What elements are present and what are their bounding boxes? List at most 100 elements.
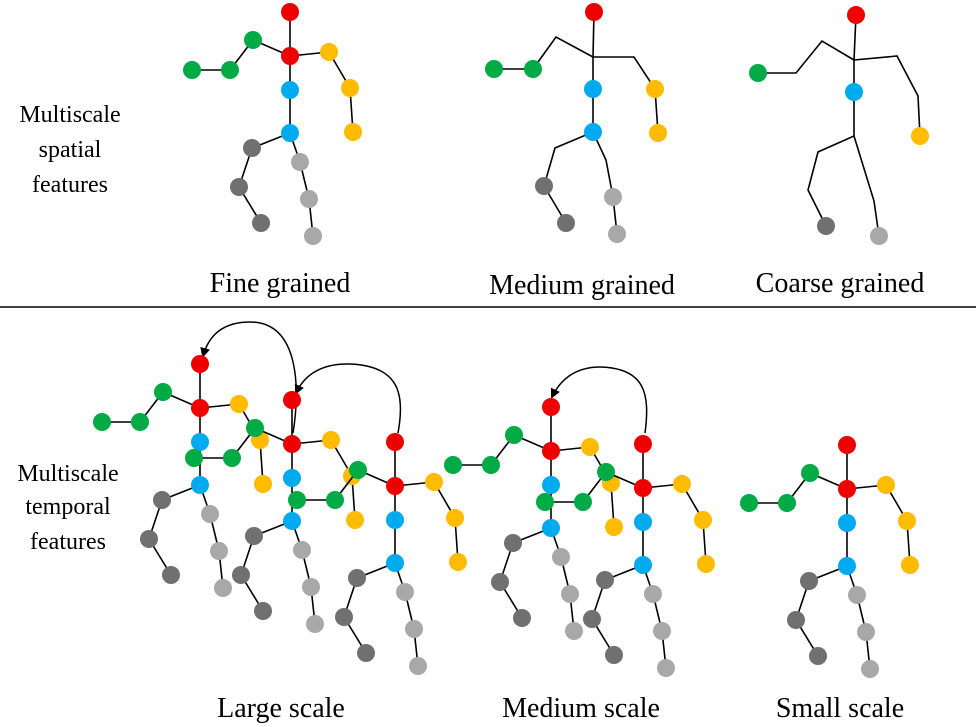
joint-sp2 — [838, 557, 856, 575]
joint-ll — [535, 177, 553, 195]
caption-medium-grained: Medium grained — [489, 270, 675, 301]
joint-rl2 — [405, 620, 423, 638]
joint-sp2 — [634, 556, 652, 574]
joint-rl3 — [565, 622, 583, 640]
joint-neck — [191, 399, 209, 417]
joint-la2 — [574, 493, 592, 511]
joint-head — [847, 6, 865, 24]
joint-sp — [845, 83, 863, 101]
joint-ra3 — [344, 123, 362, 141]
joint-la2 — [482, 456, 500, 474]
joint-sp1 — [191, 433, 209, 451]
bone-path — [853, 55, 921, 137]
skeleton-large-scale-frame-3 — [288, 433, 467, 675]
caption-coarse-grained: Coarse grained — [756, 268, 925, 299]
joint-ll3 — [809, 647, 827, 665]
skeleton-medium-grained — [485, 3, 667, 243]
caption-medium-scale: Medium scale — [502, 693, 660, 724]
joint-ra1 — [877, 476, 895, 494]
caption-fine-grained: Fine grained — [210, 268, 351, 299]
joint-ra2 — [898, 512, 916, 530]
caption-large-scale: Large scale — [217, 693, 345, 724]
joint-ra3 — [449, 553, 467, 571]
joint-ra2 — [446, 509, 464, 527]
joint-la1 — [154, 383, 172, 401]
joint-rl3 — [409, 657, 427, 675]
joint-ll2 — [140, 530, 158, 548]
caption-small-scale: Small scale — [776, 693, 904, 724]
joint-sp2 — [584, 123, 602, 141]
joint-la3 — [93, 413, 111, 431]
bone-path — [593, 56, 656, 90]
joint-la1 — [246, 419, 264, 437]
joint-rl1 — [644, 585, 662, 603]
joint-la1 — [349, 461, 367, 479]
joint-ra3 — [901, 556, 919, 574]
joint-lle — [557, 214, 575, 232]
temporal-arrow-1 — [200, 321, 297, 434]
joint-sp2 — [386, 554, 404, 572]
joint-la3 — [536, 493, 554, 511]
joint-sp1 — [283, 469, 301, 487]
joint-sp1 — [838, 514, 856, 532]
joint-neck — [386, 477, 404, 495]
joint-la3 — [288, 491, 306, 509]
joint-sp2 — [542, 519, 560, 537]
temporal-label-line-1: Multiscale — [17, 461, 118, 487]
joint-sp1 — [386, 511, 404, 529]
joint-sp2 — [191, 476, 209, 494]
joint-sp1 — [542, 476, 560, 494]
joint-rl2 — [210, 542, 228, 560]
joint-rl3 — [306, 615, 324, 633]
joint-ll2 — [335, 608, 353, 626]
joint-ra1 — [320, 43, 338, 61]
joint-ra1 — [322, 431, 340, 449]
joint-la1 — [597, 463, 615, 481]
skeleton-small-scale — [740, 436, 919, 678]
joint-ra3 — [605, 518, 623, 536]
joint-rl3 — [861, 660, 879, 678]
joint-rl2 — [302, 578, 320, 596]
joint-ll2 — [491, 573, 509, 591]
joint-ll3 — [513, 609, 531, 627]
joint-la — [524, 60, 542, 78]
bone-path — [758, 39, 855, 74]
joint-ll1 — [245, 527, 263, 545]
joint-head — [386, 433, 404, 451]
joint-rl2 — [857, 623, 875, 641]
joint-la2 — [131, 413, 149, 431]
temporal-label-line-2: temporal — [25, 494, 111, 520]
joint-ra3 — [254, 475, 272, 493]
joint-la2 — [223, 449, 241, 467]
joint-ll2 — [230, 178, 248, 196]
joint-neck — [838, 480, 856, 498]
temporal-arrow-2 — [294, 363, 402, 434]
joint-neck — [634, 479, 652, 497]
joint-ra2 — [341, 79, 359, 97]
bone-path — [807, 92, 855, 227]
spatial-label-line-3: features — [32, 172, 108, 198]
joint-ra2 — [694, 511, 712, 529]
joint-ll3 — [254, 602, 272, 620]
joint-sp1 — [281, 81, 299, 99]
joint-la1 — [244, 31, 262, 49]
joint-rl1 — [396, 583, 414, 601]
joint-ra — [646, 80, 664, 98]
temporal-arrow-3 — [550, 366, 648, 434]
joint-rl1 — [201, 505, 219, 523]
joint-sp1 — [584, 80, 602, 98]
joint-ra3 — [346, 511, 364, 529]
joint-rl3 — [657, 659, 675, 677]
joint-ll3 — [605, 646, 623, 664]
joint-ll — [817, 217, 835, 235]
joint-rle — [608, 225, 626, 243]
joint-ra1 — [581, 438, 599, 456]
joint-la2 — [778, 494, 796, 512]
joint-ll2 — [583, 610, 601, 628]
joint-neck — [281, 47, 299, 65]
joint-head — [283, 391, 301, 409]
joint-rl3 — [304, 227, 322, 245]
joint-head — [191, 355, 209, 373]
joint-ll1 — [504, 534, 522, 552]
